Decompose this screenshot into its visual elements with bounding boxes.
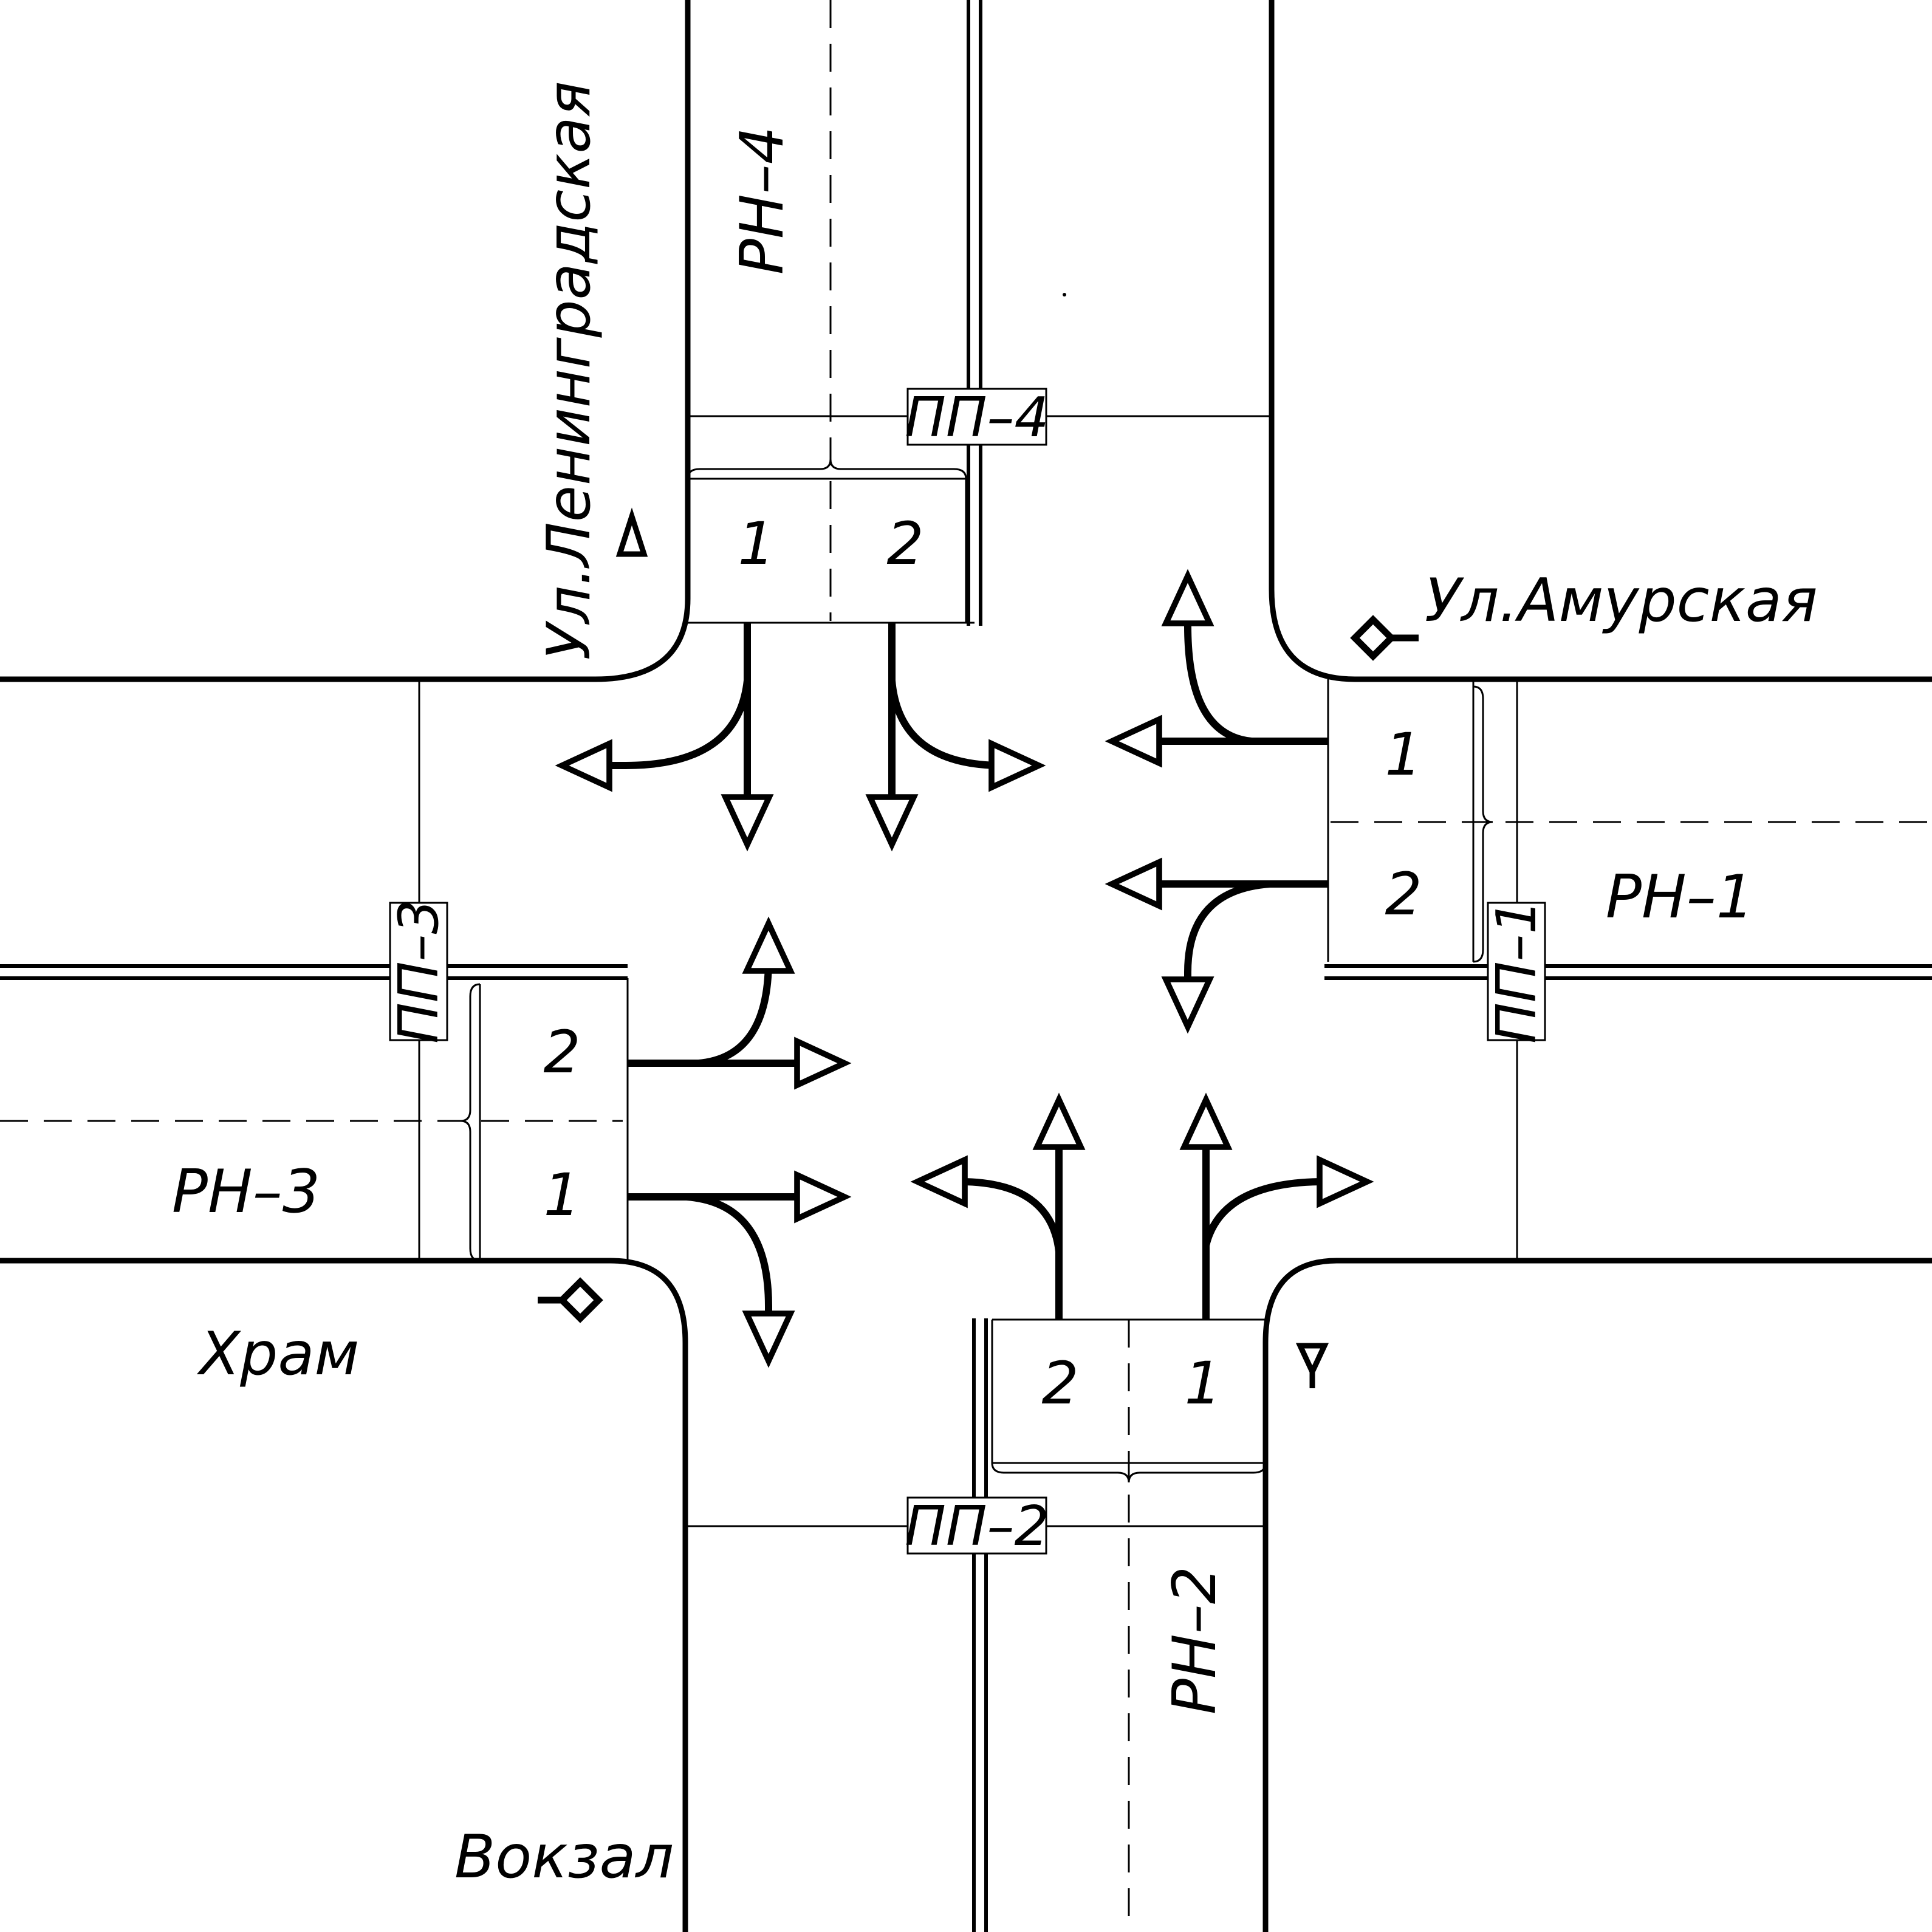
arrow-north-lane2-right — [888, 656, 1046, 792]
place-label-temple: Храм — [196, 1320, 359, 1389]
lane-number-south-1: 1 — [1184, 1349, 1221, 1417]
crossing-labels: ПП–4 ПП–2 ПП–3 ПП–1 — [387, 386, 1549, 1558]
direction-label-rn4: РН–4 — [728, 126, 797, 275]
lane-number-east-2: 2 — [1385, 860, 1422, 928]
lane-number-east-1: 1 — [1385, 721, 1422, 789]
direction-label-rn1: РН–1 — [1606, 863, 1754, 932]
diamond-sign-icon-sw — [538, 1277, 603, 1323]
crossing-label-pp1: ПП–1 — [1485, 899, 1549, 1044]
brace-south — [991, 1462, 1267, 1483]
crossing-label-pp4: ПП–4 — [905, 386, 1049, 450]
diamond-sign-icon-ne — [1350, 615, 1419, 661]
arrow-south-lane2-left-turn — [910, 1155, 1063, 1282]
arrow-west-lane1-right-turn — [662, 1193, 795, 1368]
brace-north — [687, 459, 967, 479]
place-label-station: Вокзал — [454, 1823, 674, 1892]
lane-numbers: 1 2 1 2 2 1 2 1 — [543, 510, 1422, 1417]
crossing-label-pp2-text: ПП–2 — [905, 1495, 1049, 1558]
curb-ne — [1269, 0, 1932, 682]
curb-se — [1262, 1258, 1932, 1932]
lane-number-north-2: 2 — [886, 510, 923, 578]
curb-nw — [0, 0, 691, 682]
crossing-label-pp2: ПП–2 — [905, 1495, 1049, 1558]
arrow-west-lane2-left-turn — [662, 916, 795, 1067]
direction-label-rn3: РН–3 — [172, 1157, 320, 1227]
arrow-east-lane2-left-turn — [1161, 880, 1288, 1034]
curb-sw — [0, 1258, 688, 1932]
brace-west — [460, 983, 481, 1262]
arrow-east-lane1-right-turn — [1161, 569, 1276, 745]
lane-number-west-1: 1 — [543, 1161, 580, 1229]
arrow-north-lane1-left — [555, 656, 751, 792]
brace-east — [1473, 685, 1493, 963]
street-name-amurskaya: Ул.Амурская — [1425, 566, 1818, 635]
arrow-south-lane1-right-turn — [1202, 1155, 1374, 1282]
direction-label-rn2: РН–2 — [1160, 1566, 1230, 1714]
crossing-label-pp4-text: ПП–4 — [905, 386, 1049, 450]
crossing-label-pp3: ПП–3 — [387, 899, 451, 1044]
crossing-label-pp1-text: ПП–1 — [1485, 899, 1549, 1044]
lane-number-south-2: 2 — [1041, 1349, 1078, 1417]
lane-number-north-1: 1 — [738, 510, 775, 578]
lane-number-west-2: 2 — [543, 1018, 580, 1086]
stray-dot — [1063, 293, 1066, 296]
triangle-up-icon — [615, 507, 648, 557]
street-name-leningradskaya: Ул.Ленинградская — [535, 81, 604, 660]
movement-arrows — [555, 569, 1374, 1368]
triangle-down-icon — [1295, 1343, 1329, 1388]
crossing-label-pp3-text: ПП–3 — [387, 899, 451, 1044]
